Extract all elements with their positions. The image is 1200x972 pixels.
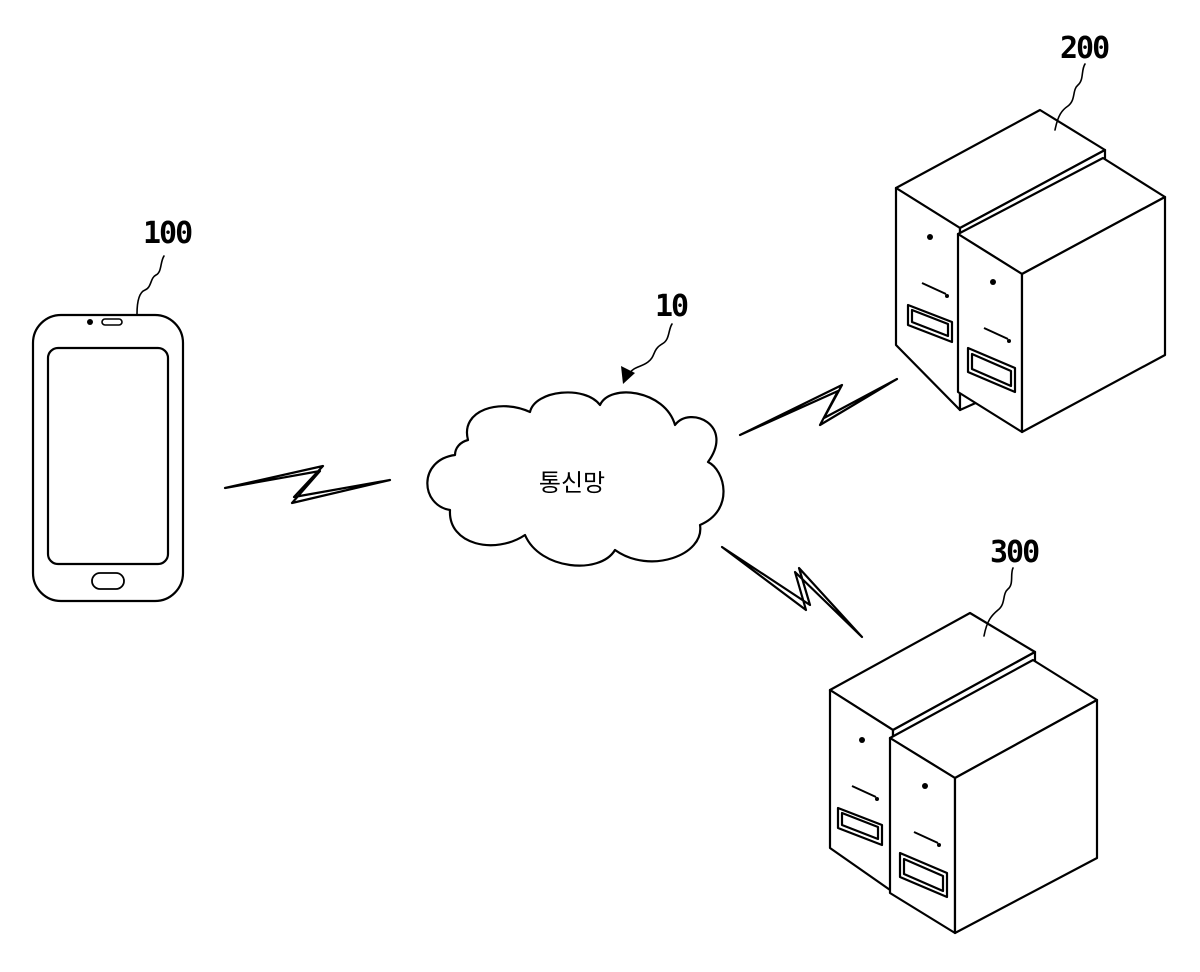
network-leader-line (627, 324, 672, 376)
wireless-link-server-b (722, 547, 862, 637)
network-ref-label: 10 (655, 289, 688, 324)
server-group-a (896, 110, 1165, 432)
server-a-leader-line (1055, 64, 1085, 130)
server-group-b (830, 613, 1097, 933)
network-cloud: 통신망 (427, 392, 723, 565)
front-camera-icon (87, 319, 93, 325)
network-name-label: 통신망 (539, 469, 605, 497)
server-a-ref-label: 200 (1060, 31, 1109, 66)
network-pointer-arrow-icon (621, 366, 635, 384)
wireless-link-server-a (740, 379, 897, 435)
mobile-terminal (33, 315, 183, 601)
terminal-ref-label: 100 (143, 216, 192, 251)
server-b-ref-label: 300 (990, 535, 1039, 570)
terminal-leader-line (137, 256, 164, 314)
wireless-link-terminal (225, 466, 390, 503)
